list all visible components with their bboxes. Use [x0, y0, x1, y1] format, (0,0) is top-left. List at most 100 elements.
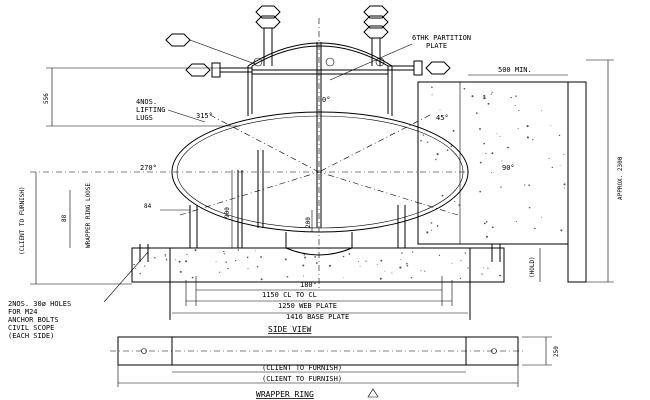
concrete-speck: [406, 265, 409, 267]
concrete-speck: [303, 253, 306, 256]
concrete-speck: [558, 134, 561, 137]
concrete-speck: [328, 264, 332, 267]
anchor-holes-label-2: FOR M24: [8, 308, 38, 316]
dim-88: 88: [61, 214, 68, 222]
concrete-speck: [464, 252, 466, 254]
concrete-speck: [510, 96, 512, 99]
concrete-speck: [342, 255, 345, 258]
anchor-holes-label-4: CIVIL SCOPE: [8, 324, 54, 332]
partition-plate-label-1: 6THK PARTITION: [412, 34, 471, 42]
concrete-speck: [499, 274, 502, 277]
dim-556: 556: [43, 93, 50, 104]
concrete-speck: [460, 259, 462, 261]
concrete-speck: [534, 227, 536, 230]
approx-height-label: APPROX. 2300: [617, 156, 624, 200]
dim-1416-base-plate: 1416 BASE PLATE: [286, 313, 349, 321]
concrete-speck: [133, 263, 135, 266]
client-to-furnish-2: (CLIENT TO FURNISH): [262, 375, 342, 383]
concrete-speck: [438, 254, 441, 257]
concrete-speck: [223, 250, 225, 253]
angle-45: 45°: [436, 114, 449, 122]
concrete-speck: [459, 277, 462, 280]
concrete-speck: [528, 206, 531, 209]
client-to-furnish-1: (CLIENT TO FURNISH): [262, 364, 342, 372]
concrete-speck: [304, 256, 307, 259]
concrete-speck: [491, 226, 494, 229]
concrete-speck: [532, 138, 534, 141]
concrete-speck: [348, 253, 351, 255]
nozzles: [165, 5, 451, 78]
concrete-speck: [314, 256, 316, 258]
dim-900: 900: [224, 207, 231, 218]
angle-315: 315°: [196, 112, 213, 120]
annotations: 6THK PARTITION PLATE 4NOS. LIFTING LUGS …: [8, 34, 624, 399]
concrete-speck: [501, 160, 503, 162]
wrapper-ring: [110, 336, 552, 387]
concrete-speck: [426, 141, 429, 144]
concrete-speck: [178, 260, 181, 263]
lifting-lugs-label-3: LUGS: [136, 114, 153, 122]
concrete-speck: [227, 267, 229, 270]
revision-triangle-icon: [367, 388, 379, 398]
concrete-speck: [165, 258, 168, 260]
concrete-speck: [144, 265, 146, 267]
dimension-lines: [30, 43, 614, 314]
concrete-speck: [528, 184, 530, 186]
concrete-speck: [483, 222, 486, 225]
hold-label: (HOLD): [529, 256, 536, 278]
wall-facing: [567, 81, 587, 283]
concrete-speck: [514, 104, 516, 107]
concrete-speck: [491, 152, 494, 155]
foundation-block: [131, 247, 505, 283]
concrete-speck: [526, 125, 529, 128]
anchor-holes-label-5: (EACH SIDE): [8, 332, 54, 340]
concrete-speck: [551, 166, 553, 169]
concrete-speck: [454, 153, 457, 155]
concrete-speck: [400, 259, 402, 261]
angle-270: 270°: [140, 164, 157, 172]
concrete-speck: [215, 261, 217, 263]
concrete-speck: [482, 267, 484, 269]
concrete-speck: [191, 276, 194, 279]
concrete-speck: [467, 267, 469, 269]
nozzle-hex-icon: [255, 5, 281, 19]
concrete-speck: [487, 267, 489, 269]
dim-500-min: 500 MIN.: [498, 66, 532, 74]
concrete-speck: [479, 161, 482, 164]
concrete-speck: [431, 229, 433, 231]
concrete-speck: [286, 276, 289, 278]
lifting-lugs-label-1: 4NOS.: [136, 98, 157, 106]
concrete-speck: [435, 158, 437, 161]
concrete-hatch: [133, 86, 566, 281]
concrete-speck: [219, 271, 221, 273]
concrete-speck: [453, 189, 455, 191]
dim-1250-web-plate: 1250 WEB PLATE: [278, 302, 337, 310]
concrete-speck: [481, 273, 483, 275]
concrete-speck: [431, 86, 433, 89]
lifting-lugs-label-2: LIFTING: [136, 106, 166, 114]
concrete-speck: [410, 276, 413, 279]
concrete-speck: [260, 256, 262, 258]
concrete-speck: [186, 253, 188, 256]
concrete-speck: [384, 270, 386, 272]
concrete-speck: [507, 146, 509, 149]
concrete-speck: [380, 259, 383, 262]
concrete-speck: [166, 260, 168, 262]
concrete-speck: [458, 204, 461, 207]
anchor-holes-label-3: ANCHOR BOLTS: [8, 316, 59, 324]
concrete-speck: [526, 136, 529, 139]
concrete-speck: [463, 87, 466, 90]
concrete-speck: [194, 249, 197, 252]
concrete-speck: [424, 270, 426, 272]
concrete-speck: [436, 225, 439, 227]
concrete-speck: [302, 264, 305, 267]
concrete-speck: [471, 95, 474, 98]
concrete-speck: [426, 231, 429, 234]
concrete-wall: [417, 81, 569, 245]
concrete-speck: [559, 164, 561, 166]
concrete-speck: [316, 262, 318, 265]
vessel: [30, 18, 470, 290]
concrete-speck: [164, 254, 167, 256]
concrete-speck: [234, 259, 237, 262]
